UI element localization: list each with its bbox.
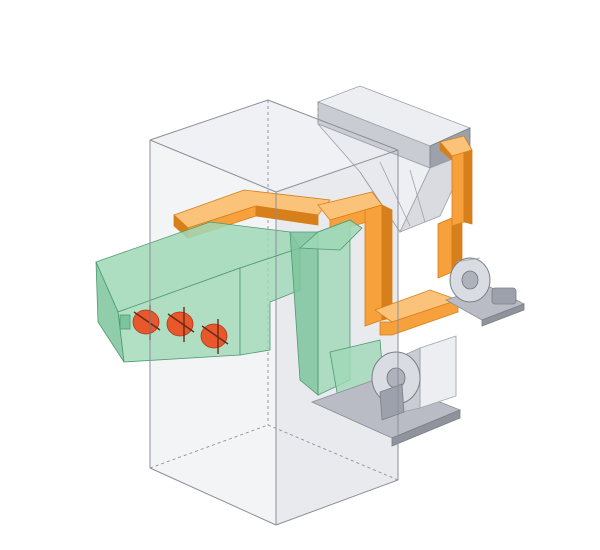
dampers bbox=[132, 305, 229, 354]
small-exhaust-fan bbox=[445, 257, 525, 327]
building-top-face bbox=[150, 100, 398, 192]
damper-3 bbox=[200, 319, 229, 354]
access-door bbox=[119, 314, 131, 330]
large-supply-fan bbox=[310, 335, 462, 447]
damper-2 bbox=[166, 307, 195, 342]
building-outline bbox=[149, 99, 399, 526]
green-supply-duct bbox=[95, 219, 386, 411]
